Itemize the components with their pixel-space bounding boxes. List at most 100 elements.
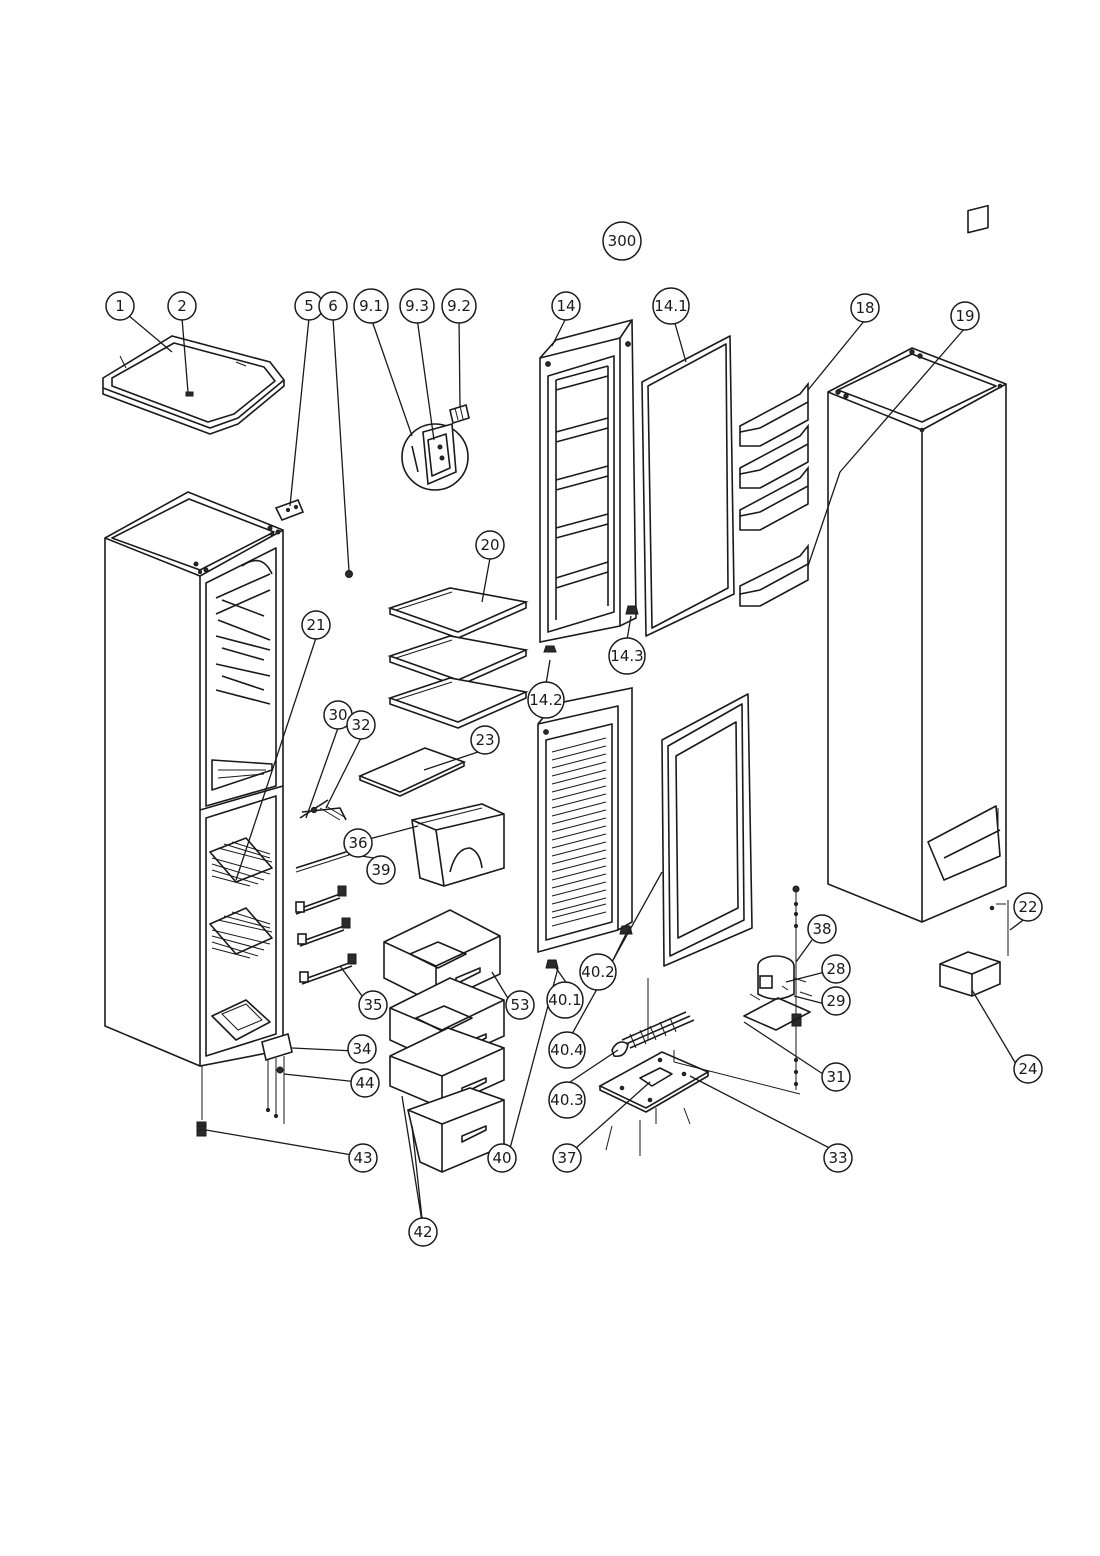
upper-door-liner bbox=[539, 318, 639, 653]
glass-shelves bbox=[387, 587, 529, 729]
upper-door-gasket bbox=[641, 335, 735, 637]
callout-c300: 300 bbox=[602, 221, 642, 261]
freezer-drawers bbox=[383, 909, 505, 1173]
svg-text:9.2: 9.2 bbox=[447, 297, 471, 315]
lower-door bbox=[537, 687, 633, 969]
compressor bbox=[743, 885, 813, 1090]
callout-c43: 43 bbox=[348, 1143, 378, 1173]
callout-c141: 14.1 bbox=[652, 287, 690, 325]
svg-text:33: 33 bbox=[828, 1149, 847, 1167]
svg-text:2: 2 bbox=[177, 297, 187, 315]
svg-text:6: 6 bbox=[328, 297, 338, 315]
svg-text:39: 39 bbox=[371, 861, 390, 879]
svg-text:14.1: 14.1 bbox=[654, 297, 687, 315]
callout-c20: 20 bbox=[475, 530, 505, 560]
front-foot bbox=[196, 1066, 207, 1137]
svg-text:30: 30 bbox=[328, 706, 347, 724]
callout-c142: 14.2 bbox=[527, 681, 565, 719]
svg-text:36: 36 bbox=[348, 834, 367, 852]
callout-c24: 24 bbox=[1013, 1054, 1043, 1084]
callout-c404: 40.4 bbox=[548, 1031, 586, 1069]
drain-tray bbox=[939, 951, 1001, 997]
callout-c18: 18 bbox=[850, 293, 880, 323]
callout-c38: 38 bbox=[807, 914, 837, 944]
drain-pipe bbox=[989, 900, 1009, 956]
callout-c42: 42 bbox=[408, 1217, 438, 1247]
callout-leaders bbox=[121, 309, 1027, 1229]
callout-c2: 2 bbox=[167, 291, 197, 321]
callout-c14: 14 bbox=[551, 291, 581, 321]
ice-tray bbox=[411, 803, 505, 887]
svg-text:5: 5 bbox=[304, 297, 314, 315]
drawer-rails bbox=[295, 885, 357, 985]
callout-c6: 6 bbox=[318, 291, 348, 321]
screw-cap bbox=[345, 570, 353, 578]
lower-door-gasket bbox=[661, 693, 753, 967]
callout-c33: 33 bbox=[823, 1143, 853, 1173]
outer-cabinet bbox=[827, 204, 1007, 923]
svg-text:9.3: 9.3 bbox=[405, 297, 429, 315]
callout-c1: 1 bbox=[105, 291, 135, 321]
callout-c402: 40.2 bbox=[579, 953, 617, 991]
svg-text:14.3: 14.3 bbox=[610, 647, 643, 665]
svg-text:53: 53 bbox=[510, 996, 529, 1014]
bottom-hinge bbox=[261, 1032, 293, 1124]
svg-text:20: 20 bbox=[480, 536, 499, 554]
callout-c401: 40.1 bbox=[546, 981, 584, 1019]
svg-text:14.2: 14.2 bbox=[529, 691, 562, 709]
callout-c40: 40 bbox=[487, 1143, 517, 1173]
svg-text:300: 300 bbox=[608, 232, 637, 250]
svg-text:14: 14 bbox=[556, 297, 575, 315]
callout-c35: 35 bbox=[358, 990, 388, 1020]
svg-text:38: 38 bbox=[812, 920, 831, 938]
svg-text:1: 1 bbox=[115, 297, 125, 315]
door-balconies bbox=[739, 381, 809, 607]
callout-c21: 21 bbox=[301, 610, 331, 640]
svg-text:32: 32 bbox=[351, 716, 370, 734]
base-plate bbox=[598, 1050, 801, 1156]
callout-c34: 34 bbox=[347, 1034, 377, 1064]
callout-c23: 23 bbox=[470, 725, 500, 755]
crisper-cover bbox=[357, 747, 467, 797]
svg-text:40: 40 bbox=[492, 1149, 511, 1167]
callout-c53: 53 bbox=[505, 990, 535, 1020]
svg-text:35: 35 bbox=[363, 996, 382, 1014]
callout-c403: 40.3 bbox=[548, 1081, 586, 1119]
svg-text:29: 29 bbox=[826, 992, 845, 1010]
support-rod bbox=[295, 849, 353, 873]
svg-text:24: 24 bbox=[1018, 1060, 1037, 1078]
svg-text:40.4: 40.4 bbox=[550, 1041, 583, 1059]
callout-c92: 9.2 bbox=[441, 288, 477, 324]
svg-text:42: 42 bbox=[413, 1223, 432, 1241]
top-hinge bbox=[274, 498, 305, 522]
svg-text:22: 22 bbox=[1018, 898, 1037, 916]
cabinet-interior bbox=[104, 491, 284, 1067]
svg-text:28: 28 bbox=[826, 960, 845, 978]
callout-c5: 5 bbox=[294, 291, 324, 321]
svg-text:34: 34 bbox=[352, 1040, 371, 1058]
callout-c44: 44 bbox=[350, 1068, 380, 1098]
svg-text:23: 23 bbox=[475, 731, 494, 749]
callout-c22: 22 bbox=[1013, 892, 1043, 922]
svg-text:9.1: 9.1 bbox=[359, 297, 383, 315]
callout-c29: 29 bbox=[821, 986, 851, 1016]
callout-c39: 39 bbox=[366, 855, 396, 885]
callout-c28: 28 bbox=[821, 954, 851, 984]
svg-text:40.3: 40.3 bbox=[550, 1091, 583, 1109]
svg-text:21: 21 bbox=[306, 616, 325, 634]
svg-text:40.2: 40.2 bbox=[581, 963, 614, 981]
top-cover bbox=[102, 335, 286, 435]
svg-text:31: 31 bbox=[826, 1068, 845, 1086]
svg-text:18: 18 bbox=[855, 299, 874, 317]
svg-text:40.1: 40.1 bbox=[548, 991, 581, 1009]
thermostat-sensor bbox=[299, 799, 347, 821]
condenser-coil bbox=[611, 978, 695, 1058]
callout-c32: 32 bbox=[346, 710, 376, 740]
svg-text:43: 43 bbox=[353, 1149, 372, 1167]
callout-c36: 36 bbox=[343, 828, 373, 858]
callout-c19: 19 bbox=[950, 301, 980, 331]
svg-text:44: 44 bbox=[355, 1074, 374, 1092]
svg-text:19: 19 bbox=[955, 307, 974, 325]
callout-c91: 9.1 bbox=[353, 288, 389, 324]
